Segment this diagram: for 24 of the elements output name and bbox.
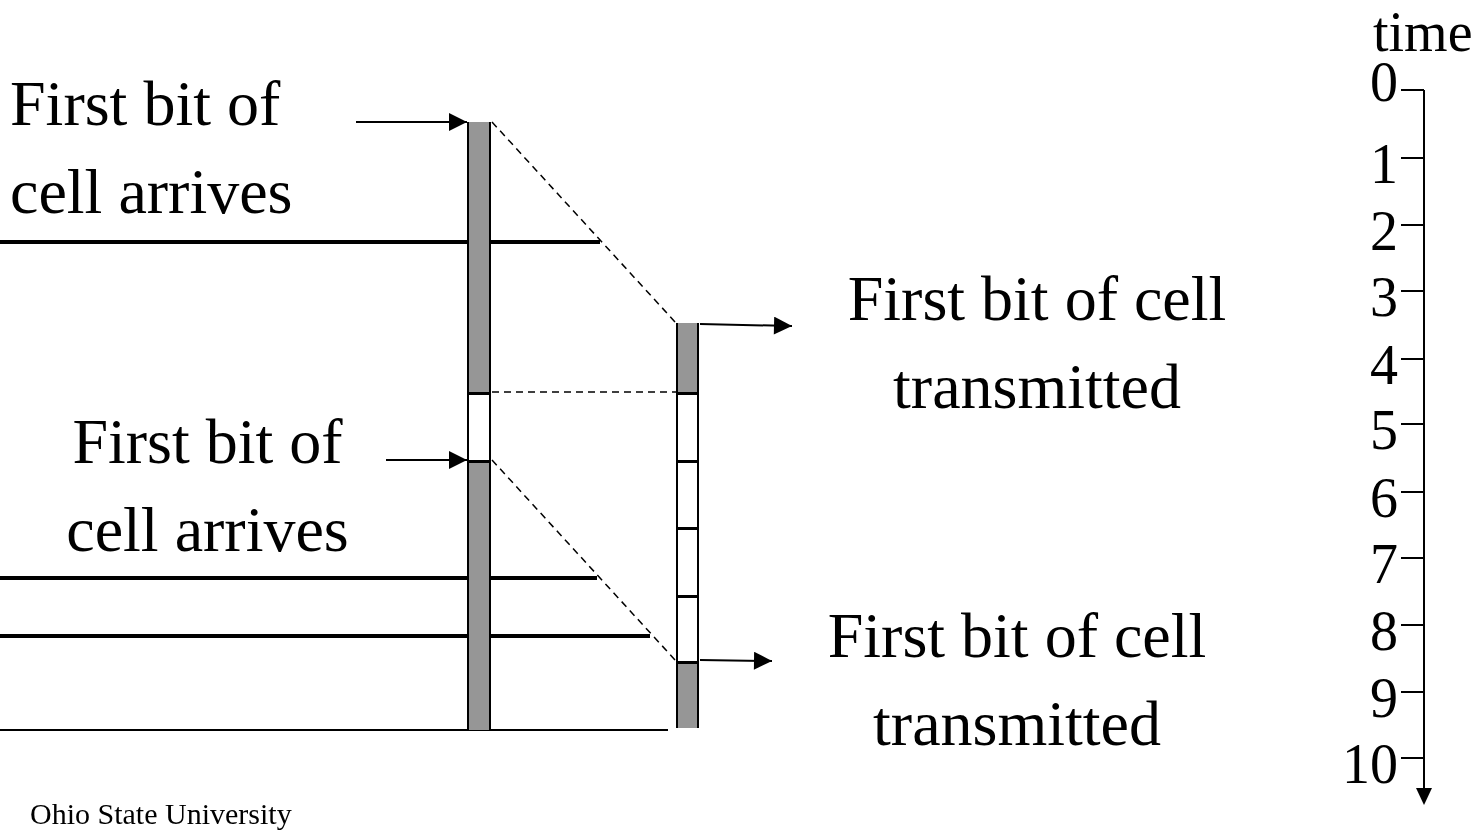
tick-label: 7 bbox=[1370, 536, 1398, 592]
output-bar bbox=[676, 323, 699, 728]
annotation-text: First bit of cell transmitted bbox=[772, 592, 1262, 768]
tick-label: 3 bbox=[1370, 269, 1398, 325]
tick-label: 8 bbox=[1370, 603, 1398, 659]
annotation-text: First bit of cell arrives bbox=[10, 60, 355, 236]
annotation-text: First bit of cell transmitted bbox=[792, 255, 1282, 431]
tick-label: 4 bbox=[1370, 337, 1398, 393]
annotation-text: First bit of cell arrives bbox=[30, 398, 385, 574]
input-bar bbox=[467, 122, 491, 730]
dashed-line bbox=[491, 121, 677, 324]
arrow bbox=[355, 113, 468, 131]
tick-label: 1 bbox=[1370, 136, 1398, 192]
dashed-line bbox=[491, 391, 677, 393]
tick-label: 5 bbox=[1370, 402, 1398, 458]
footer-text: Ohio State University bbox=[30, 796, 292, 832]
tick-label: 9 bbox=[1370, 670, 1398, 726]
arrow bbox=[699, 651, 773, 670]
dashed-line bbox=[491, 459, 677, 662]
tick-label: 2 bbox=[1370, 203, 1398, 259]
tick-label: 10 bbox=[1342, 736, 1398, 792]
arrow bbox=[699, 316, 793, 335]
tick-label: 6 bbox=[1370, 470, 1398, 526]
arrow bbox=[385, 451, 468, 469]
